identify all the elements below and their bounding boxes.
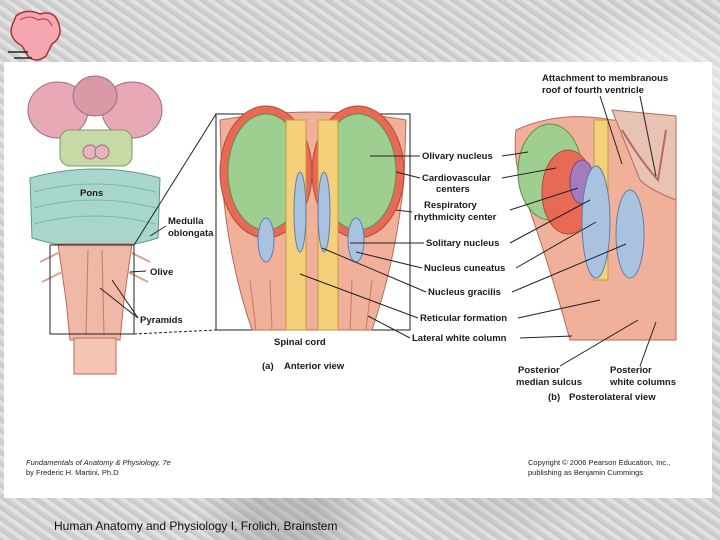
label-medulla-line1: Medulla	[168, 216, 204, 227]
label-reticular-formation: Reticular formation	[420, 313, 507, 324]
label-cardio-line1: Cardiovascular	[422, 173, 491, 184]
label-medulla-line2: oblongata	[168, 228, 214, 239]
label-olive: Olive	[150, 267, 173, 278]
label-pons: Pons	[80, 188, 103, 199]
credit-copyright-line2: publishing as Benjamin Cummings	[528, 468, 643, 477]
label-posterior-median-line1: Posterior	[518, 365, 560, 376]
label-olivary-nucleus: Olivary nucleus	[422, 151, 493, 162]
label-posterior-median-line2: median sulcus	[516, 377, 582, 388]
slide-caption: Human Anatomy and Physiology I, Frolich,…	[54, 519, 338, 533]
anterior-view-illustration	[215, 105, 411, 331]
view-a-letter: (a)	[262, 361, 274, 372]
credit-book-line2: by Frederic H. Martini, Ph.D	[26, 468, 119, 477]
view-b-title: Posterolateral view	[569, 392, 656, 403]
anatomy-logo-icon	[8, 10, 61, 61]
credit-book-line1: Fundamentals of Anatomy & Physiology, 7e	[26, 458, 171, 467]
posterolateral-view-illustration	[514, 109, 677, 341]
label-attachment-line1: Attachment to membranous	[542, 73, 668, 84]
credit-copyright-line1: Copyright © 2006 Pearson Education, Inc.…	[528, 458, 670, 467]
label-nucleus-cuneatus: Nucleus cuneatus	[424, 263, 505, 274]
label-pyramids: Pyramids	[140, 315, 183, 326]
label-posterior-white-line2: white columns	[609, 377, 676, 388]
label-cardio-line2: centers	[436, 184, 470, 195]
label-nucleus-gracilis: Nucleus gracilis	[428, 287, 501, 298]
label-solitary-nucleus: Solitary nucleus	[426, 238, 499, 249]
view-b-letter: (b)	[548, 392, 560, 403]
label-resp-line2: rhythmicity center	[414, 212, 497, 223]
label-lateral-white-column: Lateral white column	[412, 333, 507, 344]
label-attachment-line2: roof of fourth ventricle	[542, 85, 644, 96]
label-resp-line1: Respiratory	[424, 200, 478, 211]
view-a-title: Anterior view	[284, 361, 345, 372]
brainstem-overview-illustration	[27, 75, 217, 375]
label-posterior-white-line1: Posterior	[610, 365, 652, 376]
label-spinal-cord: Spinal cord	[274, 337, 326, 348]
